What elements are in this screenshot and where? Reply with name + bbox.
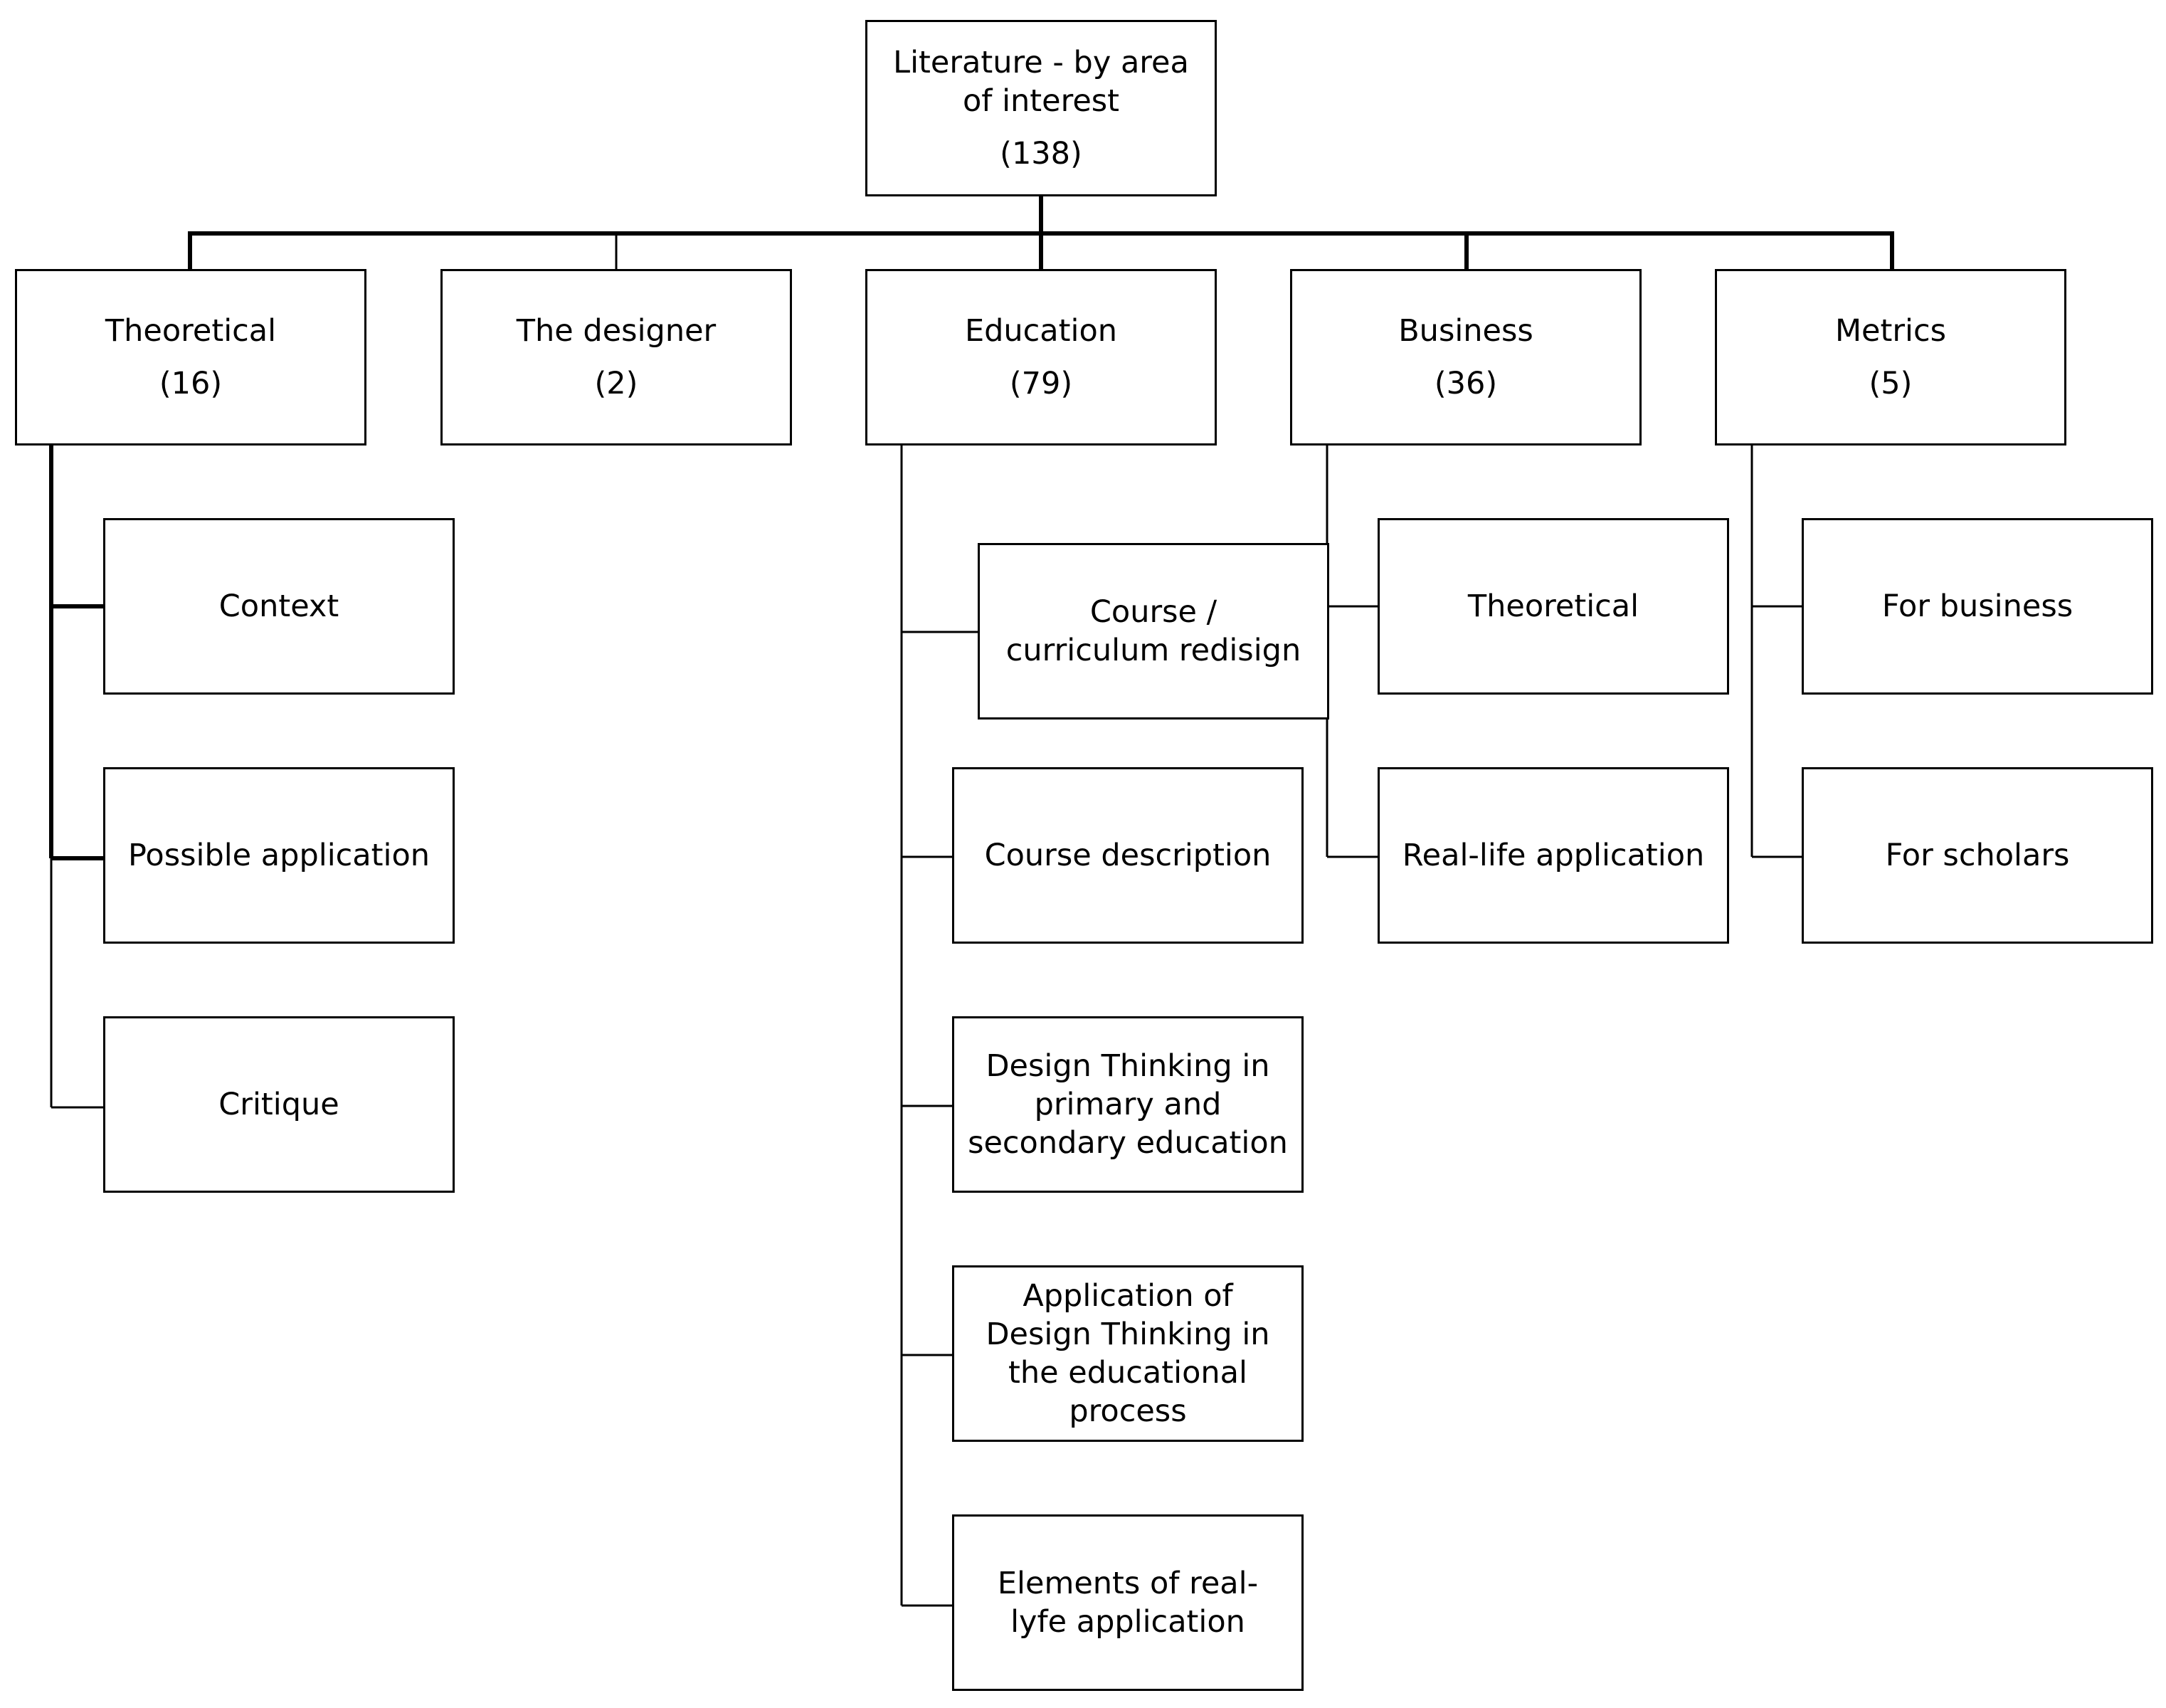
metrics-child-for-business: For business — [1802, 518, 2153, 695]
category-metrics-label: Metrics — [1834, 313, 1947, 349]
business-child-theoretical: Theoretical — [1378, 518, 1729, 695]
theoretical-child-context: Context — [103, 518, 455, 695]
business-child-real-life-application: Real-life application — [1378, 767, 1729, 944]
category-education: Education (79) — [865, 269, 1217, 446]
category-business-count: (36) — [1434, 366, 1498, 401]
category-business-label: Business — [1398, 313, 1533, 349]
category-education-count: (79) — [1009, 366, 1073, 401]
category-designer-count: (2) — [594, 366, 638, 401]
category-education-label: Education — [964, 313, 1118, 349]
category-theoretical-count: (16) — [159, 366, 223, 401]
category-designer-label: The designer — [516, 313, 717, 349]
education-child-primary-secondary: Design Thinking in primary and secondary… — [952, 1016, 1304, 1193]
category-business: Business (36) — [1290, 269, 1642, 446]
education-child-real-lyfe-application: Elements of real-lyfe application — [952, 1514, 1304, 1691]
category-theoretical-label: Theoretical — [105, 313, 277, 349]
category-metrics: Metrics (5) — [1715, 269, 2066, 446]
category-metrics-count: (5) — [1869, 366, 1913, 401]
root-node: Literature - by area of interest (138) — [865, 20, 1217, 196]
category-designer: The designer (2) — [440, 269, 792, 446]
root-count: (138) — [1000, 136, 1082, 172]
education-child-course-description: Course description — [952, 767, 1304, 944]
category-theoretical: Theoretical (16) — [15, 269, 366, 446]
metrics-child-for-scholars: For scholars — [1802, 767, 2153, 944]
theoretical-child-critique: Critique — [103, 1016, 455, 1193]
education-child-educational-process: Application of Design Thinking in the ed… — [952, 1265, 1304, 1442]
theoretical-child-possible-application: Possible application — [103, 767, 455, 944]
root-label: Literature - by area of interest — [893, 45, 1189, 119]
education-child-course-redesign: Course / curriculum redisign — [978, 543, 1329, 719]
